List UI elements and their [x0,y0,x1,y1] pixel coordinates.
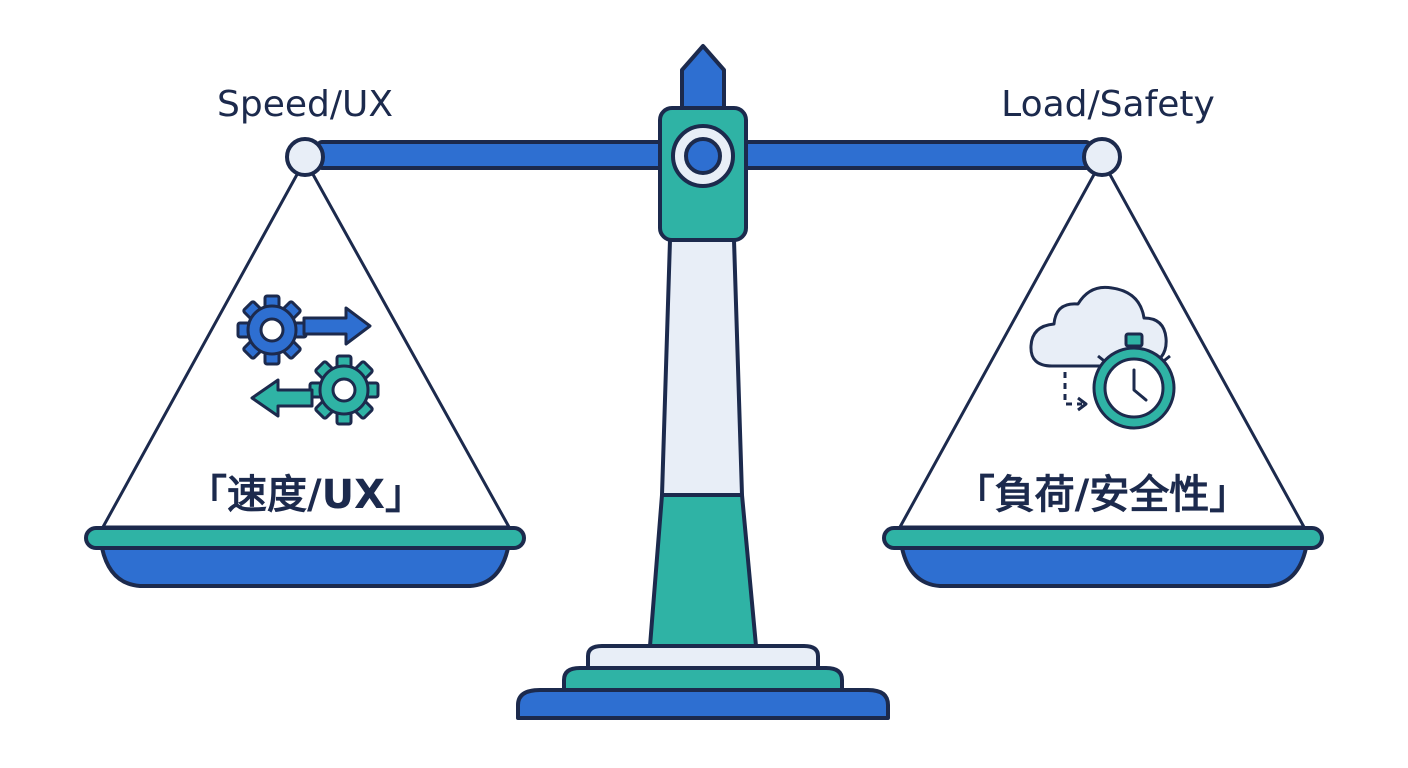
right-pivot [1082,137,1122,177]
right-pan [882,526,1324,588]
scale-pillar [648,238,758,648]
gears-arrows-icon [236,294,380,426]
teal-gear-icon [308,354,380,426]
left-pan-label: 「速度/UX」 [187,472,425,518]
left-title: Speed/UX [217,84,393,125]
left-pivot [285,137,325,177]
left-hanger [101,137,511,529]
left-arrow-icon [250,378,314,418]
blue-gear-icon [236,294,308,366]
right-arrow-icon [302,306,372,346]
scale-base [516,644,890,720]
left-pan [84,526,526,588]
cloud-stopwatch-icon [1029,285,1176,430]
scale-hub [658,106,748,242]
stopwatch-icon [1092,332,1176,430]
right-title: Load/Safety [1001,84,1215,125]
right-pan-label: 「負荷/安全性」 [955,472,1250,518]
scale-finial [680,44,726,110]
